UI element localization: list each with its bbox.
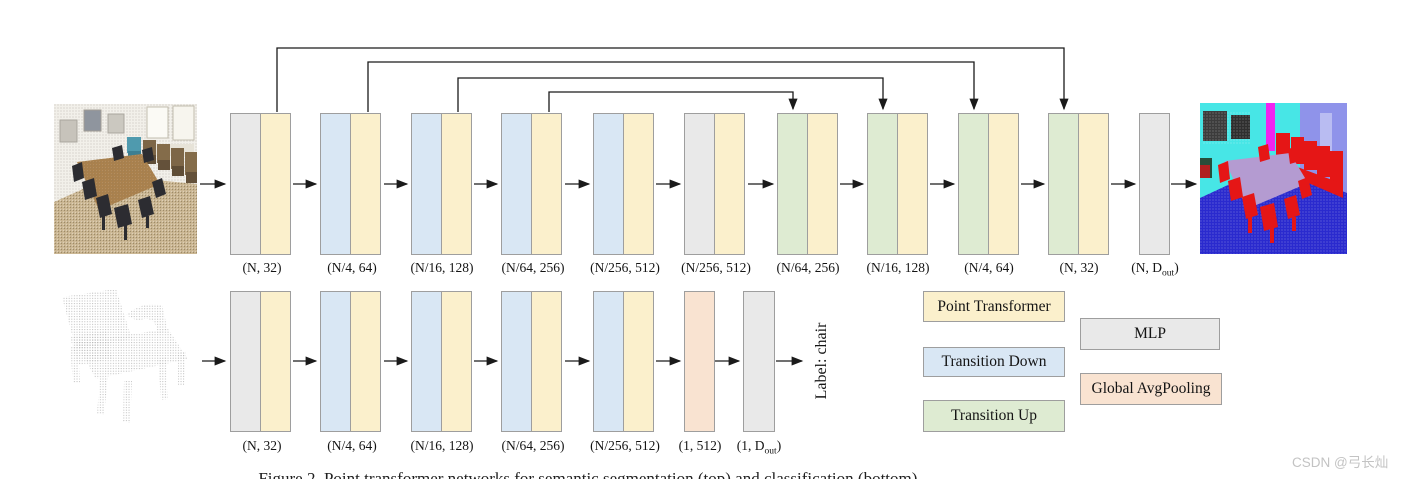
dim-label: (N/64, 256): [501, 438, 565, 453]
dim-label: (N, 32): [242, 438, 282, 453]
dim-label: (N/256, 512): [590, 260, 660, 275]
output-segmentation-image: [1200, 103, 1347, 254]
point-transformer-part: [531, 291, 562, 432]
dim-label: (N, 32): [1059, 260, 1099, 275]
transition-down-part: [320, 113, 351, 255]
mlp-part: [230, 291, 261, 432]
point-transformer-part: [1078, 113, 1109, 255]
cls-block-2: [320, 291, 381, 432]
dim-label: (N/4, 64): [327, 260, 377, 275]
transition-down-part: [501, 113, 532, 255]
cls-block-4: [501, 291, 562, 432]
figure-caption: Figure 2. Point transformer networks for…: [258, 469, 922, 479]
dim-label: (N, 32): [242, 260, 282, 275]
mlp-part: [1139, 113, 1170, 255]
cls-block-6: [684, 291, 715, 432]
dim-label: (N/16, 128): [866, 260, 930, 275]
legend-transition-down: Transition Down: [923, 347, 1065, 377]
transition-down-part: [593, 113, 624, 255]
seg-block-5: [593, 113, 654, 255]
point-transformer-part: [260, 113, 291, 255]
transition-down-part: [320, 291, 351, 432]
legend-transition-up: Transition Up: [923, 400, 1065, 432]
dim-label: (N/256, 512): [590, 438, 660, 453]
seg-block-3: [411, 113, 472, 255]
cls-block-5: [593, 291, 654, 432]
seg-block-4: [501, 113, 562, 255]
cls-block-7: [743, 291, 775, 432]
seg-block-9: [958, 113, 1019, 255]
seg-block-10: [1048, 113, 1109, 255]
cls-block-3: [411, 291, 472, 432]
transition-down-part: [411, 291, 442, 432]
dim-label: (N/64, 256): [776, 260, 840, 275]
point-transformer-part: [350, 291, 381, 432]
point-transformer-part: [441, 291, 472, 432]
point-transformer-part: [897, 113, 928, 255]
legend-global-avgpooling: Global AvgPooling: [1080, 373, 1222, 405]
dim-label: (N, Dout): [1131, 260, 1179, 279]
segmented-office-chairs: [1218, 144, 1312, 243]
office-chairs: [72, 145, 166, 240]
transition-up-part: [867, 113, 898, 255]
dim-label: (1, 512): [678, 438, 722, 453]
point-transformer-part: [714, 113, 745, 255]
segmented-table: [1225, 153, 1308, 209]
transition-down-part: [411, 113, 442, 255]
dim-label: (N/16, 128): [410, 260, 474, 275]
point-transformer-part: [441, 113, 472, 255]
transition-up-part: [1048, 113, 1079, 255]
dim-label: (N/64, 256): [501, 260, 565, 275]
global-avgpooling-part: [684, 291, 715, 432]
point-transformer-part: [260, 291, 291, 432]
point-transformer-part: [807, 113, 838, 255]
point-transformer-part: [531, 113, 562, 255]
dim-label: (N/256, 512): [681, 260, 751, 275]
dim-label: (N/4, 64): [964, 260, 1014, 275]
mlp-part: [684, 113, 715, 255]
seg-block-11: [1139, 113, 1170, 255]
seg-block-1: [230, 113, 291, 255]
point-transformer-part: [623, 113, 654, 255]
cls-block-1: [230, 291, 291, 432]
seg-block-2: [320, 113, 381, 255]
dim-label: (N/16, 128): [410, 438, 474, 453]
legend-point-transformer: Point Transformer: [923, 291, 1065, 322]
seg-block-8: [867, 113, 928, 255]
point-transformer-part: [350, 113, 381, 255]
dim-label: (1, Dout): [736, 438, 782, 457]
transition-down-part: [501, 291, 532, 432]
transition-up-part: [777, 113, 808, 255]
point-transformer-part: [988, 113, 1019, 255]
mlp-part: [743, 291, 775, 432]
seg-block-7: [777, 113, 838, 255]
dim-label: (N/4, 64): [327, 438, 377, 453]
point-transformer-part: [623, 291, 654, 432]
watermark: CSDN @弓长灿: [1292, 455, 1389, 470]
classification-output-label: Label: chair: [813, 322, 830, 400]
transition-up-part: [958, 113, 989, 255]
input-chair-pointcloud-image: [62, 289, 188, 423]
seg-block-6: [684, 113, 745, 255]
input-room-pointcloud-image: [54, 104, 197, 254]
legend-mlp: MLP: [1080, 318, 1220, 350]
mlp-part: [230, 113, 261, 255]
transition-down-part: [593, 291, 624, 432]
